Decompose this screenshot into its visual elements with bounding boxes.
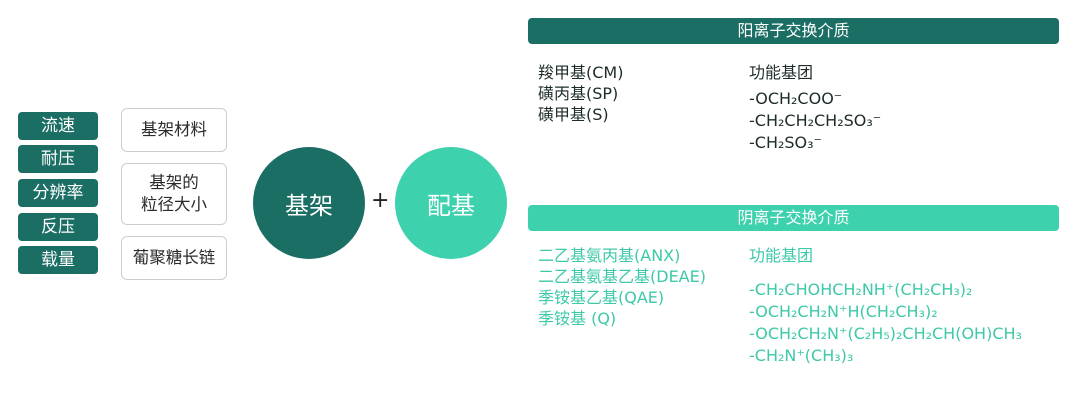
cation-exchange-header: 阳离子交换介质 xyxy=(528,18,1059,44)
dextran-chain-box: 葡聚糖长链 xyxy=(121,236,227,280)
matrix-circle: 基架 xyxy=(253,147,365,259)
cation-group-item: -CH₂SO₃⁻ xyxy=(749,133,822,152)
anion-group-title: 功能基团 xyxy=(749,246,814,265)
plus-sign: + xyxy=(371,188,390,213)
anion-type-item: 二乙基氨基乙基(DEAE) xyxy=(538,267,706,286)
matrix-material-label: 基架材料 xyxy=(141,120,207,139)
factor-tag-back-pressure: 反压 xyxy=(18,213,98,241)
matrix-circle-label: 基架 xyxy=(285,191,333,220)
anion-exchange-header: 阴离子交换介质 xyxy=(528,205,1059,231)
anion-group-item: -OCH₂CH₂N⁺H(CH₂CH₃)₂ xyxy=(749,302,938,321)
cation-types-list: 羧甲基(CM) 磺丙基(SP) 磺甲基(S) xyxy=(538,62,623,125)
ligand-circle: 配基 xyxy=(395,147,507,259)
ligand-circle-label: 配基 xyxy=(427,191,475,220)
cation-type-item: 磺丙基(SP) xyxy=(538,84,619,103)
dextran-chain-label: 葡聚糖长链 xyxy=(132,248,216,267)
anion-group-item: -CH₂N⁺(CH₃)₃ xyxy=(749,346,854,365)
factor-tag-resolution: 分辨率 xyxy=(18,179,98,207)
cation-type-item: 羧甲基(CM) xyxy=(538,63,624,82)
cation-group-item: -CH₂CH₂CH₂SO₃⁻ xyxy=(749,111,882,130)
factor-tag-capacity: 载量 xyxy=(18,246,98,274)
anion-group-item: -CH₂CHOHCH₂NH⁺(CH₂CH₃)₂ xyxy=(749,280,973,299)
anion-groups-list: 功能基团 -CH₂CHOHCH₂NH⁺(CH₂CH₃)₂ -OCH₂CH₂N⁺H… xyxy=(749,245,1022,367)
anion-types-list: 二乙基氨丙基(ANX) 二乙基氨基乙基(DEAE) 季铵基乙基(QAE) 季铵基… xyxy=(538,245,706,329)
anion-type-item: 季铵基 (Q) xyxy=(538,309,617,328)
cation-type-item: 磺甲基(S) xyxy=(538,105,609,124)
cation-group-title: 功能基团 xyxy=(749,63,814,82)
anion-type-item: 季铵基乙基(QAE) xyxy=(538,288,665,307)
particle-size-label: 基架的 粒径大小 xyxy=(141,173,207,214)
factor-tag-flow-rate: 流速 xyxy=(18,112,98,140)
anion-group-item: -OCH₂CH₂N⁺(C₂H₅)₂CH₂CH(OH)CH₃ xyxy=(749,324,1022,343)
cation-groups-list: 功能基团 -OCH₂COO⁻ -CH₂CH₂CH₂SO₃⁻ -CH₂SO₃⁻ xyxy=(749,62,881,154)
factor-tag-pressure-resistance: 耐压 xyxy=(18,145,98,173)
particle-size-box: 基架的 粒径大小 xyxy=(121,163,227,225)
anion-type-item: 二乙基氨丙基(ANX) xyxy=(538,246,681,265)
cation-group-item: -OCH₂COO⁻ xyxy=(749,89,843,108)
matrix-material-box: 基架材料 xyxy=(121,108,227,152)
